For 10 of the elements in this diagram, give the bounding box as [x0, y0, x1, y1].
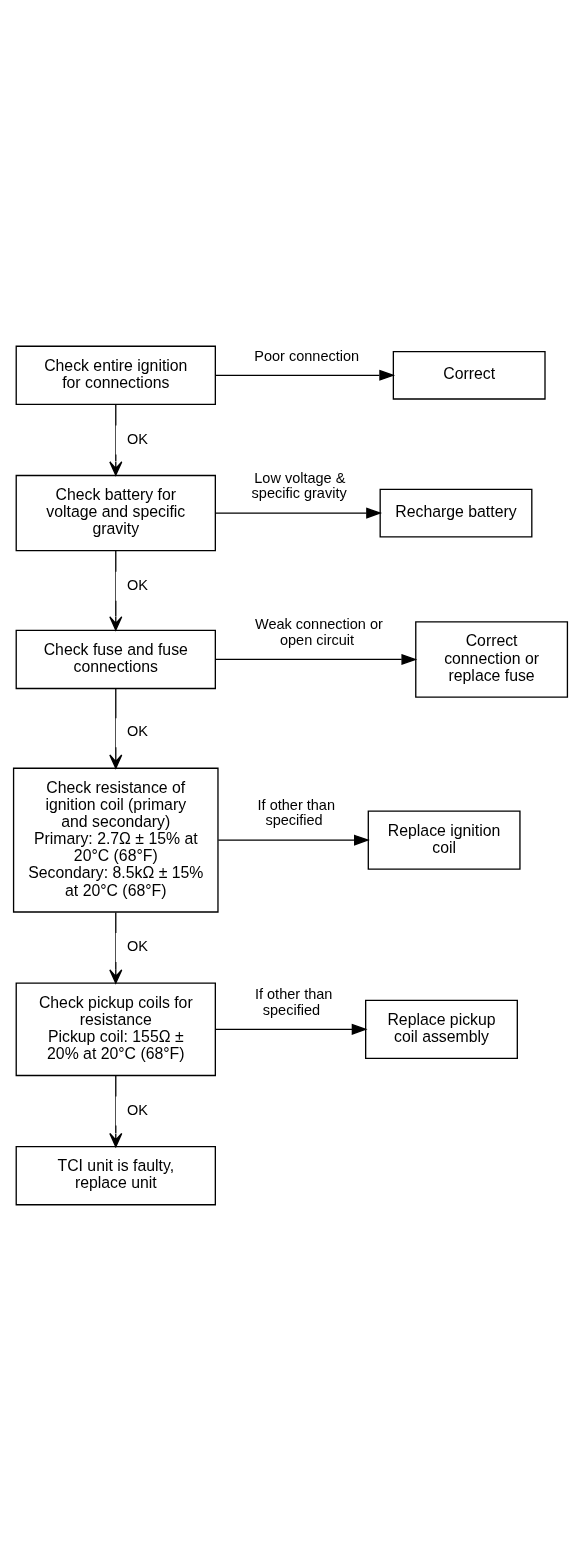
edge-label: OK	[127, 937, 149, 954]
edge-label: OK	[127, 576, 149, 593]
edge-label: Low voltage & specific gravity	[251, 468, 347, 501]
edge-label: Weak connection or open circuit	[254, 615, 383, 648]
edge-label: OK	[127, 722, 149, 739]
edge-label: If other than specified	[257, 796, 335, 828]
edge-label: OK	[127, 1101, 149, 1118]
edge-label: OK	[127, 430, 149, 447]
edge-label: Poor connection	[254, 347, 360, 364]
edge-label: If other than specified	[254, 985, 333, 1018]
